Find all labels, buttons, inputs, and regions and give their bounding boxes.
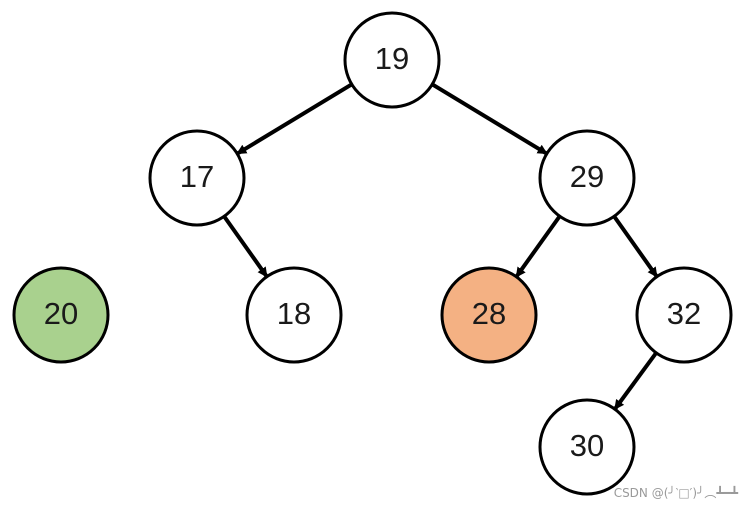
node-label: 32 (667, 296, 701, 331)
tree-node-30: 30 (538, 398, 636, 496)
edge-29-to-32 (612, 215, 658, 278)
edge-19-to-29 (431, 82, 548, 155)
node-label: 17 (180, 159, 214, 194)
node-circle (245, 266, 343, 364)
tree-node-28: 28 (440, 266, 538, 364)
tree-node-20: 20 (12, 266, 110, 364)
edges-layer (222, 82, 658, 410)
node-label: 20 (44, 296, 78, 331)
tree-node-29: 29 (538, 129, 636, 227)
edge-32-to-30 (613, 351, 658, 410)
node-circle (148, 129, 246, 227)
node-circle (635, 266, 733, 364)
node-circle (440, 266, 538, 364)
node-circle (343, 11, 441, 109)
node-label: 19 (375, 41, 409, 76)
tree-node-19: 19 (343, 11, 441, 109)
node-label: 18 (277, 296, 311, 331)
node-label: 29 (570, 159, 604, 194)
tree-node-32: 32 (635, 266, 733, 364)
node-circle (538, 129, 636, 227)
edge-29-to-28 (515, 215, 562, 278)
nodes-layer: 19 17 29 20 18 28 32 30 (12, 11, 733, 496)
node-label: 30 (570, 428, 604, 463)
tree-node-17: 17 (148, 129, 246, 227)
edge-17-to-18 (222, 215, 268, 278)
edge-19-to-17 (236, 82, 353, 155)
node-circle (12, 266, 110, 364)
node-circle (538, 398, 636, 496)
node-label: 28 (472, 296, 506, 331)
watermark-text: CSDN @(╯‵□′)╯︵┻━┻ (613, 486, 738, 500)
tree-node-18: 18 (245, 266, 343, 364)
